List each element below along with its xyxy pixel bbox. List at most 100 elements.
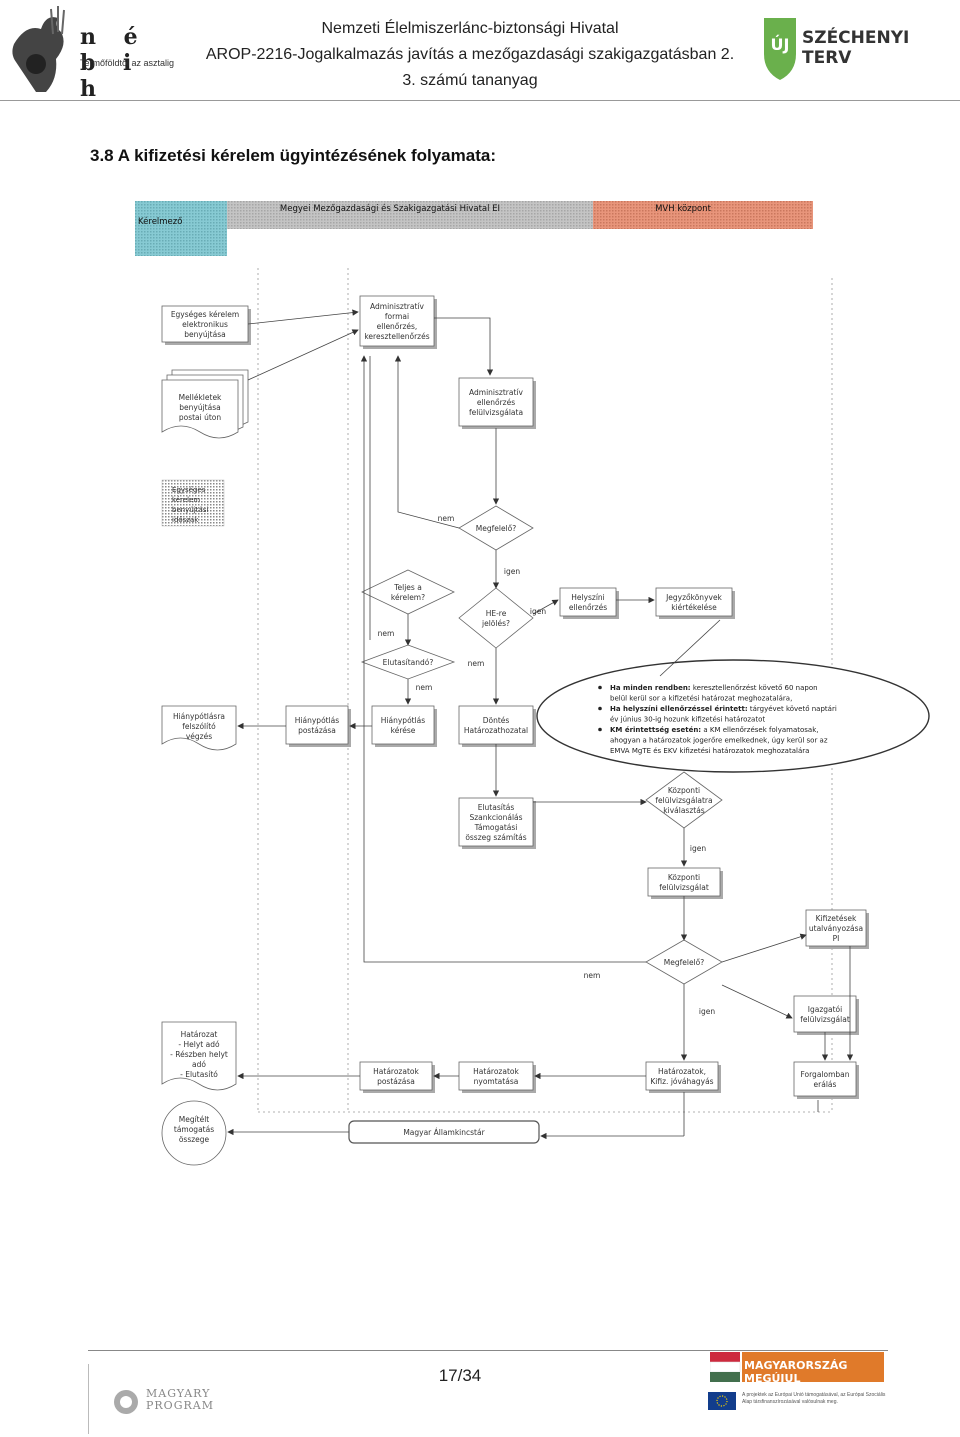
logo-letters: n é b i h [80,24,148,102]
magyary-line-2: PROGRAM [146,1399,214,1412]
label-igen-3: igen [690,844,706,853]
page-number: 17/34 [438,1366,482,1385]
note-line: Ha minden rendben: keresztellenőrzést kö… [610,683,818,692]
connector [721,933,807,963]
node-megitelt [161,1100,227,1166]
szechenyi-prefix: ÚJ [771,35,790,54]
nebih-logo: n é b i h Termőföldtől az asztalig [6,4,181,102]
connector [434,317,494,376]
header-line-3: 3. számú tananyag [402,72,538,89]
note-ellipse [536,659,930,773]
note-line: év június 30-ig hozunk kifizetési határo… [610,716,765,724]
rooster-icon [12,6,65,92]
label-igen-2: igen [530,607,546,616]
node-dontes [458,705,534,745]
node-egyseges-kerelem [161,305,249,343]
connector [532,599,559,615]
note-line: belül kerül sor a kifizetési határozat m… [610,695,792,703]
header-divider [0,100,960,101]
label-igen-1: igen [504,567,520,576]
szechenyi-shield-icon: ÚJ [764,18,796,80]
node-jegyzokonyvek [655,587,733,617]
lane-kerelmezo-label: Kérelmező [138,216,182,227]
node-megfelelo-2-label: Megfelelő? [664,958,704,967]
node-teljes-kerelem [361,569,455,615]
note-bullet [598,727,602,732]
header-line-1: Nemzeti Élelmiszerlánc-biztonsági Hivata… [321,20,619,37]
magyary-line-1: MAGYARY [146,1387,211,1400]
logo-tagline: Termőföldtől az asztalig [80,58,175,68]
footer-vertical-divider [88,1364,89,1434]
magyarorszag-megujul-banner: MAGYARORSZÁG MEGÚJUL [710,1352,884,1385]
magyary-program-logo: MAGYARY PROGRAM [112,1387,214,1418]
label-nem-4: nem [416,683,433,692]
connector [394,355,460,529]
lane-mvh-label: MVH központ [655,204,712,214]
node-hatarozat-doc [161,1021,237,1091]
node-hianypotlasra [161,705,237,751]
label-nem-2: nem [378,629,395,638]
node-kifizetesek [805,909,867,947]
connector [360,355,646,963]
node-egyseges-idoszak [161,479,225,527]
node-elutasitando-label: Elutasítandó? [383,658,434,667]
label-nem-5: nem [584,971,601,980]
magyary-emblem-icon [114,1390,138,1414]
node-hatarozatok-nyomtatasa [458,1061,534,1091]
szechenyi-text: SZÉCHENYI TERV [802,28,910,68]
note-bullet [598,706,602,711]
node-megfelelo-1-label: Megfelelő? [476,524,516,533]
note-line: ahogyan a határozatok jogerőre emelkedne… [610,736,828,745]
node-hatarozatok-kifiz [645,1061,719,1091]
connector [721,984,793,1019]
section-title: 3.8 A kifizetési kérelem ügyintézésének … [90,146,496,165]
node-he-re-jeloles [458,587,534,649]
hungarian-flag-icon [710,1352,884,1382]
banner-text: MAGYARORSZÁG MEGÚJUL [744,1359,848,1385]
label-igen-4: igen [699,1007,715,1016]
note-line: Ha helyszíni ellenőrzéssel érintett: tár… [610,704,837,713]
node-admin-felulvizsgalat [458,377,534,427]
node-hianypotlas-postazasa [285,705,349,745]
note-line: KM érintettség esetén: a KM ellenőrzések… [610,725,819,734]
note-bullet [598,685,602,690]
lane-megyei-label: Megyei Mezőgazdasági és Szakigazgatási H… [280,203,500,214]
node-hianypotlas-kerese [371,705,435,745]
node-forgalomba [793,1061,857,1097]
footer-divider [88,1350,888,1351]
szechenyi-logo: ÚJ SZÉCHENYI TERV [760,14,950,84]
node-igazgatoi [793,995,857,1033]
note-line: EMVA MgTE és EKV kifizetési határozatok … [610,747,809,755]
label-nem-1: nem [438,514,455,523]
eu-note-text: A projektek az Európai Unió támogatásáva… [742,1392,886,1405]
header-line-2: AROP-2216-Jogalkalmazás javítás a mezőga… [205,46,735,63]
connector [247,329,359,381]
connector [659,619,721,677]
node-hatarozatok-kifiz-label: Határozatok,Kifiz. jóváhagyás [650,1067,713,1086]
eu-support-note: A projektek az Európai Unió támogatásáva… [708,1392,888,1412]
node-mellekletek [161,379,239,439]
